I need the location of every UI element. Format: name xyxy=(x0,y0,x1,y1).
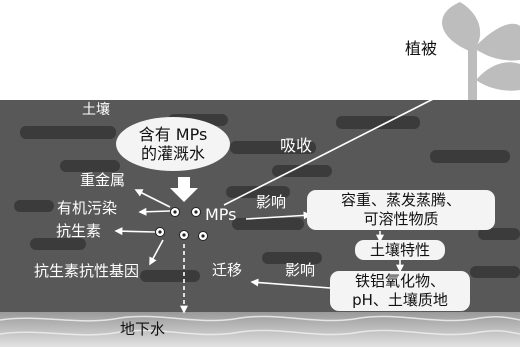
heavy-metal-label: 重金属 xyxy=(80,171,126,189)
plant-illustration xyxy=(442,2,520,100)
arrows xyxy=(114,92,447,314)
soil-streaks xyxy=(14,114,520,282)
organic-pollutants-label: 有机污染 xyxy=(57,199,118,217)
antibiotics-label: 抗生素 xyxy=(56,222,102,240)
mp-particles xyxy=(155,207,208,241)
soil-properties-box: 土壤特性 xyxy=(355,240,445,260)
plant-label: 植被 xyxy=(405,39,438,58)
irrigation-water-label: 含有 MPs 的灌溉水 xyxy=(125,125,221,163)
soil-physical-properties-box: 容重、蒸发蒸腾、 可溶性物质 xyxy=(307,190,495,230)
irrigation-water-line1: 含有 MPs xyxy=(138,125,208,144)
mps-label: MPs xyxy=(205,205,237,224)
irrigation-water-ellipse xyxy=(116,117,230,171)
groundwater-layer xyxy=(0,312,520,347)
properties-line2: 可溶性物质 xyxy=(363,210,439,228)
arg-label: 抗生素抗性基因 xyxy=(34,262,140,280)
fe-al-line1: 铁铝氧化物、 xyxy=(354,272,445,291)
properties-line1: 容重、蒸发蒸腾、 xyxy=(340,191,461,210)
migration-label: 迁移 xyxy=(212,261,243,279)
irrigation-water-line2: 的灌溉水 xyxy=(140,144,205,164)
groundwater-label: 地下水 xyxy=(120,320,166,338)
soil-properties-text: 土壤特性 xyxy=(369,240,430,259)
fe-al-oxides-box: 铁铝氧化物、 pH、土壤质地 xyxy=(330,271,470,311)
influence-top-label: 影响 xyxy=(256,193,287,211)
absorb-label: 吸收 xyxy=(280,136,313,155)
soil-label: 土壤 xyxy=(82,102,110,118)
influence-bottom-label: 影响 xyxy=(285,261,316,279)
fe-al-line2: pH、土壤质地 xyxy=(352,291,448,309)
down-arrow xyxy=(170,177,198,202)
